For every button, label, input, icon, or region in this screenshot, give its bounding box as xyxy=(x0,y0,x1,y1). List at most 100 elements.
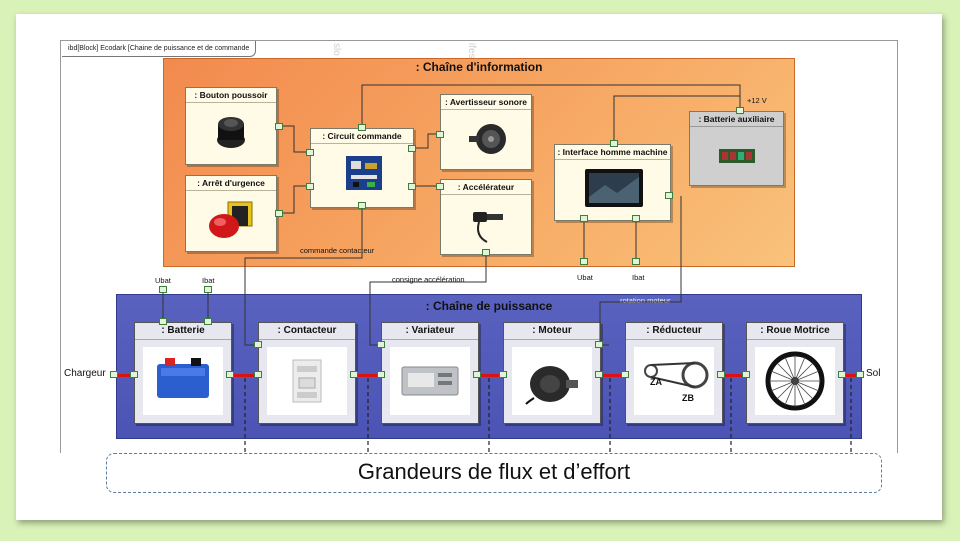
block-avertisseur-sonore[interactable]: : Avertisseur sonore xyxy=(440,94,532,170)
port[interactable] xyxy=(159,318,167,325)
touchscreen-icon xyxy=(585,169,643,207)
block-title: : Batterie auxiliaire xyxy=(690,112,783,127)
port[interactable] xyxy=(408,183,416,190)
flow-link xyxy=(116,374,134,377)
block-roue-motrice[interactable]: : Roue Motrice xyxy=(746,322,844,424)
block-circuit-commande[interactable]: : Circuit commande xyxy=(310,128,414,208)
consigne-acceleration-label: consigne accélération xyxy=(392,275,465,284)
aux-battery-icon xyxy=(719,149,755,163)
push-button-icon xyxy=(217,117,245,148)
port[interactable] xyxy=(110,371,118,378)
throttle-icon xyxy=(473,212,503,243)
circuit-board-icon xyxy=(346,156,382,190)
frame-label: ibd[Block] Ecodark [Chaine de puissance … xyxy=(62,41,257,57)
contactor-icon xyxy=(292,359,322,403)
port[interactable] xyxy=(473,371,481,378)
port[interactable] xyxy=(856,371,864,378)
sol-label: Sol xyxy=(866,368,881,379)
port[interactable] xyxy=(436,183,444,190)
battery-pack-icon xyxy=(157,358,209,398)
block-title: : Circuit commande xyxy=(311,129,413,144)
block-variateur[interactable]: : Variateur xyxy=(381,322,479,424)
block-moteur[interactable]: : Moteur xyxy=(503,322,601,424)
block-batterie[interactable]: : Batterie xyxy=(134,322,232,424)
block-accelerateur[interactable]: : Accélérateur xyxy=(440,179,532,255)
port[interactable] xyxy=(742,371,750,378)
port[interactable] xyxy=(621,371,629,378)
port[interactable] xyxy=(275,123,283,130)
port[interactable] xyxy=(377,371,385,378)
block-title: : Contacteur xyxy=(259,323,355,340)
port[interactable] xyxy=(436,131,444,138)
block-picture xyxy=(143,347,223,415)
emergency-stop-icon xyxy=(209,201,253,238)
flow-link xyxy=(723,374,746,377)
chain-sprocket-icon xyxy=(644,361,709,389)
block-title: : Roue Motrice xyxy=(747,323,843,340)
port[interactable] xyxy=(632,215,640,222)
flow-link xyxy=(601,374,625,377)
port[interactable] xyxy=(204,318,212,325)
block-interface-homme-machine[interactable]: : Interface homme machine xyxy=(554,144,671,221)
information-chain-title: : Chaîne d'information xyxy=(415,60,543,74)
controller-icon xyxy=(401,366,459,396)
flow-link xyxy=(479,374,503,377)
za-label: ZA xyxy=(650,377,662,387)
port[interactable] xyxy=(580,215,588,222)
port[interactable] xyxy=(482,249,490,256)
port[interactable] xyxy=(610,140,618,147)
block-title: : Variateur xyxy=(382,323,478,340)
wheel-icon xyxy=(765,351,825,411)
block-picture xyxy=(755,347,835,415)
plus-12v-label: +12 V xyxy=(747,96,767,105)
port[interactable] xyxy=(377,341,385,348)
flow-link xyxy=(842,374,858,377)
block-picture: ZA ZB xyxy=(634,347,714,415)
power-chain-title: : Chaîne de puissance xyxy=(425,299,553,313)
watermark-text: slo xyxy=(331,43,342,56)
port[interactable] xyxy=(717,371,725,378)
port[interactable] xyxy=(306,149,314,156)
block-picture xyxy=(512,347,592,415)
block-batterie-auxiliaire[interactable]: : Batterie auxiliaire xyxy=(689,111,784,186)
zb-label: ZB xyxy=(682,393,694,403)
block-title: : Interface homme machine xyxy=(555,145,670,160)
watermark-text: ifes xyxy=(466,43,477,59)
block-title: : Bouton poussoir xyxy=(186,88,276,103)
port[interactable] xyxy=(130,371,138,378)
caption: Grandeurs de flux et d’effort xyxy=(106,453,882,493)
port[interactable] xyxy=(595,341,603,348)
block-title: : Arrêt d'urgence xyxy=(186,176,276,191)
port[interactable] xyxy=(226,371,234,378)
port[interactable] xyxy=(499,371,507,378)
port[interactable] xyxy=(306,183,314,190)
port[interactable] xyxy=(254,371,262,378)
port[interactable] xyxy=(580,258,588,265)
block-reducteur[interactable]: : Réducteur ZA ZB xyxy=(625,322,723,424)
port[interactable] xyxy=(275,210,283,217)
port[interactable] xyxy=(350,371,358,378)
commande-contacteur-label: commande contacteur xyxy=(300,246,375,255)
motor-icon xyxy=(525,366,578,405)
flow-link xyxy=(356,374,381,377)
port[interactable] xyxy=(408,145,416,152)
ibat-ihm-label: Ibat xyxy=(632,273,645,282)
port[interactable] xyxy=(632,258,640,265)
block-picture xyxy=(390,347,470,415)
port[interactable] xyxy=(665,192,673,199)
ubat-label: Ubat xyxy=(155,276,171,285)
rotation-moteur-label: rotation moteur xyxy=(620,296,671,305)
port[interactable] xyxy=(358,124,366,131)
block-contacteur[interactable]: : Contacteur xyxy=(258,322,356,424)
port[interactable] xyxy=(358,202,366,209)
port[interactable] xyxy=(595,371,603,378)
port[interactable] xyxy=(838,371,846,378)
port[interactable] xyxy=(254,341,262,348)
port[interactable] xyxy=(204,286,212,293)
block-title: : Accélérateur xyxy=(441,180,531,195)
block-bouton-poussoir[interactable]: : Bouton poussoir xyxy=(185,87,277,165)
port[interactable] xyxy=(736,107,744,114)
block-title: : Réducteur xyxy=(626,323,722,340)
ibat-label: Ibat xyxy=(202,276,215,285)
port[interactable] xyxy=(159,286,167,293)
